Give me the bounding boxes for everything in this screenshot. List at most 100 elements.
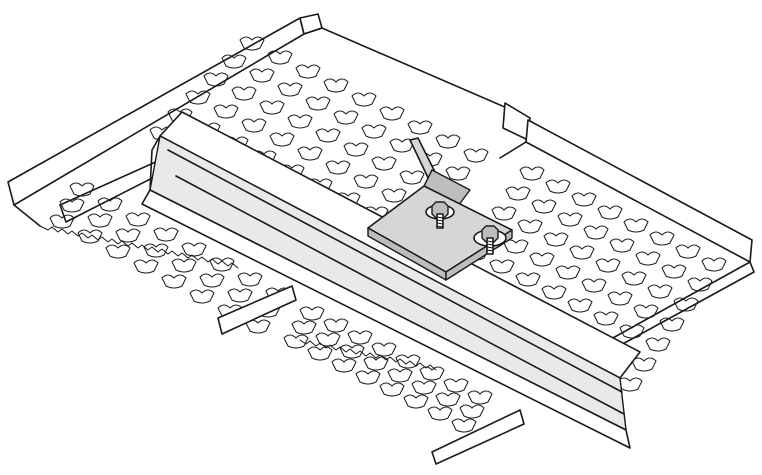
perforation-slot: [661, 264, 687, 279]
perforation-slot: [209, 257, 235, 272]
perforation-slot: [59, 198, 85, 213]
bolt-left-thread: [436, 216, 444, 228]
perforation-slot: [69, 182, 95, 197]
bolt-right-thread: [486, 240, 494, 252]
perforation-slot: [583, 225, 609, 240]
perforation-slot: [315, 128, 341, 143]
left-panel-serrated-edge: [39, 225, 239, 269]
perforation-slot: [323, 78, 349, 93]
beam-end-web: [149, 135, 161, 191]
perforation-slot: [407, 120, 433, 135]
perforation-slot: [419, 366, 445, 381]
perforation-slot: [97, 197, 123, 212]
perforation-slot: [203, 72, 229, 87]
bolt-right: [473, 225, 507, 255]
perforation-slot: [443, 378, 469, 393]
perforation-slot: [125, 212, 151, 227]
perforation-slot: [581, 278, 607, 293]
perforation-slot: [181, 242, 207, 257]
right-panel-top-rim: [525, 119, 753, 263]
right-panel-end-flange: [601, 261, 755, 353]
bolt-right-shank: [486, 237, 494, 255]
perforation-slot: [645, 337, 671, 352]
perforation-slot: [161, 274, 187, 289]
perforation-slot: [249, 68, 275, 83]
beam-bottom-lip: [141, 189, 631, 449]
bolt-left-hex-head: [431, 201, 449, 219]
perforation-slot: [213, 104, 239, 119]
perforation-slot: [371, 156, 397, 171]
perforation-slot: [633, 304, 659, 319]
perforation-slot: [467, 390, 493, 405]
perforation-slot: [445, 166, 471, 181]
perforation-slot: [619, 324, 645, 339]
perforation-slot: [231, 86, 257, 101]
perforation-slot: [399, 170, 425, 185]
perforation-slot: [593, 311, 619, 326]
perforation-slot: [77, 229, 103, 244]
perforation-slot: [451, 418, 477, 433]
perforation-slot: [569, 245, 595, 260]
perforation-slot: [609, 238, 635, 253]
perforation-slot: [659, 317, 685, 332]
perforation-slot: [259, 100, 285, 115]
perforation-slot: [297, 146, 323, 161]
perforation-slot: [505, 186, 531, 201]
perforation-slot: [595, 258, 621, 273]
perforation-slot: [607, 291, 633, 306]
perforation-slot: [427, 406, 453, 421]
perforation-slot: [305, 96, 331, 111]
perforation-slot: [395, 354, 421, 369]
perforation-slot: [239, 36, 265, 51]
perforation-slot: [299, 306, 325, 321]
bolt-right-hex-head: [481, 225, 499, 243]
perforation-slot: [283, 334, 309, 349]
perforation-slot: [567, 298, 593, 313]
perforation-slot: [315, 332, 341, 347]
fastener-clip: [367, 137, 513, 281]
perforation-slot: [545, 179, 571, 194]
perforation-slot: [371, 342, 397, 357]
perforation-slot: [647, 284, 673, 299]
lower-panel-perforations: [283, 306, 493, 433]
perforation-slot: [347, 330, 373, 345]
perforation-slot: [343, 142, 369, 157]
perforation-slot: [153, 227, 179, 242]
perforation-slot: [463, 148, 489, 163]
perforation-slot: [621, 271, 647, 286]
perforation-slot: [435, 134, 461, 149]
perforation-slot: [227, 288, 253, 303]
perforation-slot: [379, 106, 405, 121]
perforation-slot: [323, 318, 349, 333]
perforation-slot: [379, 382, 405, 397]
lower-panel-left-flange: [217, 285, 297, 335]
perforation-slot: [87, 213, 113, 228]
perforation-slot: [277, 82, 303, 97]
perforation-slot: [635, 251, 661, 266]
perforation-slot: [133, 259, 159, 274]
perforation-slot: [381, 188, 407, 203]
perforation-slot: [351, 92, 377, 107]
perforation-slot: [529, 252, 555, 267]
upper-panel-deck-edge: [13, 27, 531, 227]
perforation-slot: [519, 166, 545, 181]
perforation-slot: [555, 265, 581, 280]
perforation-slot: [361, 124, 387, 139]
perforation-slot: [557, 212, 583, 227]
perforation-slot: [489, 259, 515, 274]
perforation-slot: [287, 114, 313, 129]
perforation-slot: [503, 239, 529, 254]
perforation-slot: [325, 160, 351, 175]
perforation-slot: [673, 297, 699, 312]
perforation-slot: [541, 285, 567, 300]
perforation-slot: [517, 219, 543, 234]
perforation-slot: [459, 404, 485, 419]
perforation-slot: [267, 50, 293, 65]
perforation-slot: [185, 90, 211, 105]
lower-grating-panel: [217, 285, 525, 465]
perforation-slot: [189, 289, 215, 304]
perforation-slot: [515, 272, 541, 287]
perforation-slot: [221, 54, 247, 69]
perforation-slot: [435, 392, 461, 407]
